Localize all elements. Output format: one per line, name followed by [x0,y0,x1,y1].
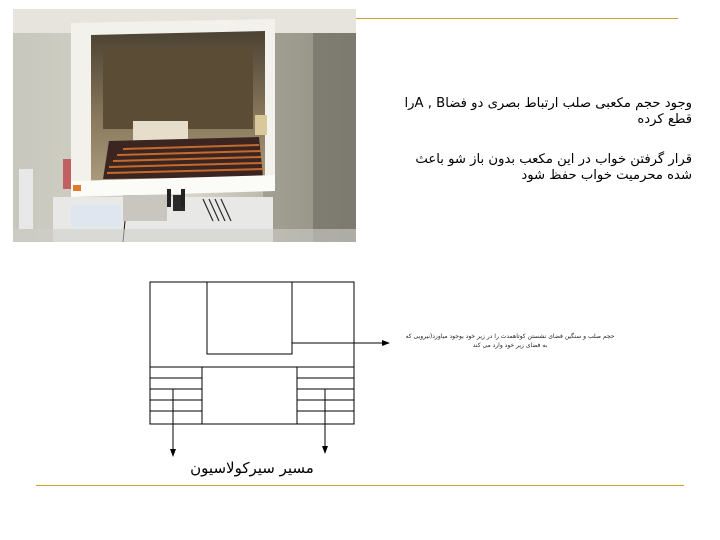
circulation-arrowhead-right [322,446,328,454]
diagram-note: حجم صلب و سنگین فضای نشستن کوتاهمدت را د… [405,333,615,349]
paragraph-cube-visual-separation: وجود حجم مکعبی صلب ارتباط بصری دو فضاA ,… [404,96,693,127]
divider-top [356,18,678,19]
diagram-central-volume [201,366,298,425]
paragraph-bed-privacy: قرار گرفتن خواب در این مکعب بدون باز شو … [415,152,692,183]
section-diagram [149,281,390,457]
note-arrowhead [382,340,390,346]
circulation-caption: مسیر سیرکولاسیون [190,459,314,477]
bedroom-cube-photo [13,9,356,242]
diagram-cube-box [206,281,293,355]
circulation-arrowhead-left [170,449,176,457]
divider-bottom [36,485,684,486]
diagram-outer-box [149,281,355,425]
diagram-left-stairs [150,377,202,412]
